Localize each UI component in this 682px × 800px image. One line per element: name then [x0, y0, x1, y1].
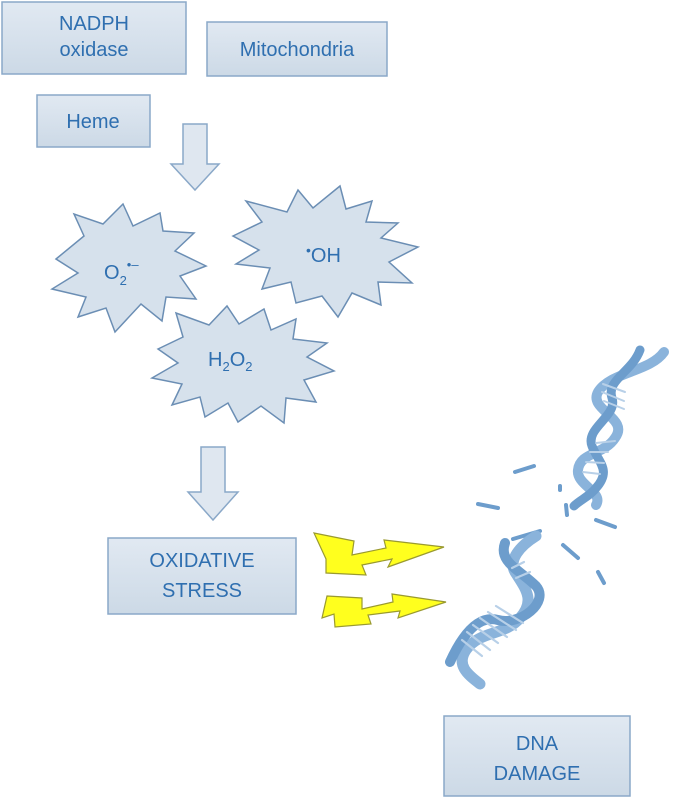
oxidative-stress-line2: STRESS — [162, 580, 242, 602]
heme-label: Heme — [66, 111, 119, 133]
superoxide-label: O2•– — [104, 257, 139, 288]
dna-upper-fragment — [569, 345, 669, 511]
hydrogen-peroxide-label: H2O2 — [208, 349, 252, 374]
hydroxyl-burst: •OH — [231, 184, 421, 319]
nadph-label-line1: NADPH — [59, 13, 129, 35]
lightning-bolt-upper — [312, 532, 445, 576]
dna-damage-line1: DNA — [516, 733, 559, 755]
dna-lower-fragment — [445, 530, 545, 690]
mitochondria-label: Mitochondria — [240, 39, 355, 61]
down-arrow-2 — [186, 446, 240, 522]
dna-damage-line2: DAMAGE — [494, 763, 581, 785]
superoxide-burst: O2•– — [50, 202, 208, 334]
down-arrow-1 — [169, 123, 221, 192]
heme-box: Heme — [36, 94, 151, 148]
nadph-label-line2: oxidase — [60, 39, 129, 61]
lightning-bolt-lower — [321, 593, 447, 628]
oxidative-stress-line1: OXIDATIVE — [149, 550, 254, 572]
dna-damage-box: DNA DAMAGE — [443, 715, 631, 797]
mitochondria-box: Mitochondria — [206, 21, 388, 77]
hydroxyl-label: •OH — [306, 242, 341, 267]
hydrogen-peroxide-burst: H2O2 — [149, 304, 336, 425]
oxidative-stress-box: OXIDATIVE STRESS — [107, 537, 297, 615]
nadph-oxidase-box: NADPH oxidase — [1, 1, 187, 75]
